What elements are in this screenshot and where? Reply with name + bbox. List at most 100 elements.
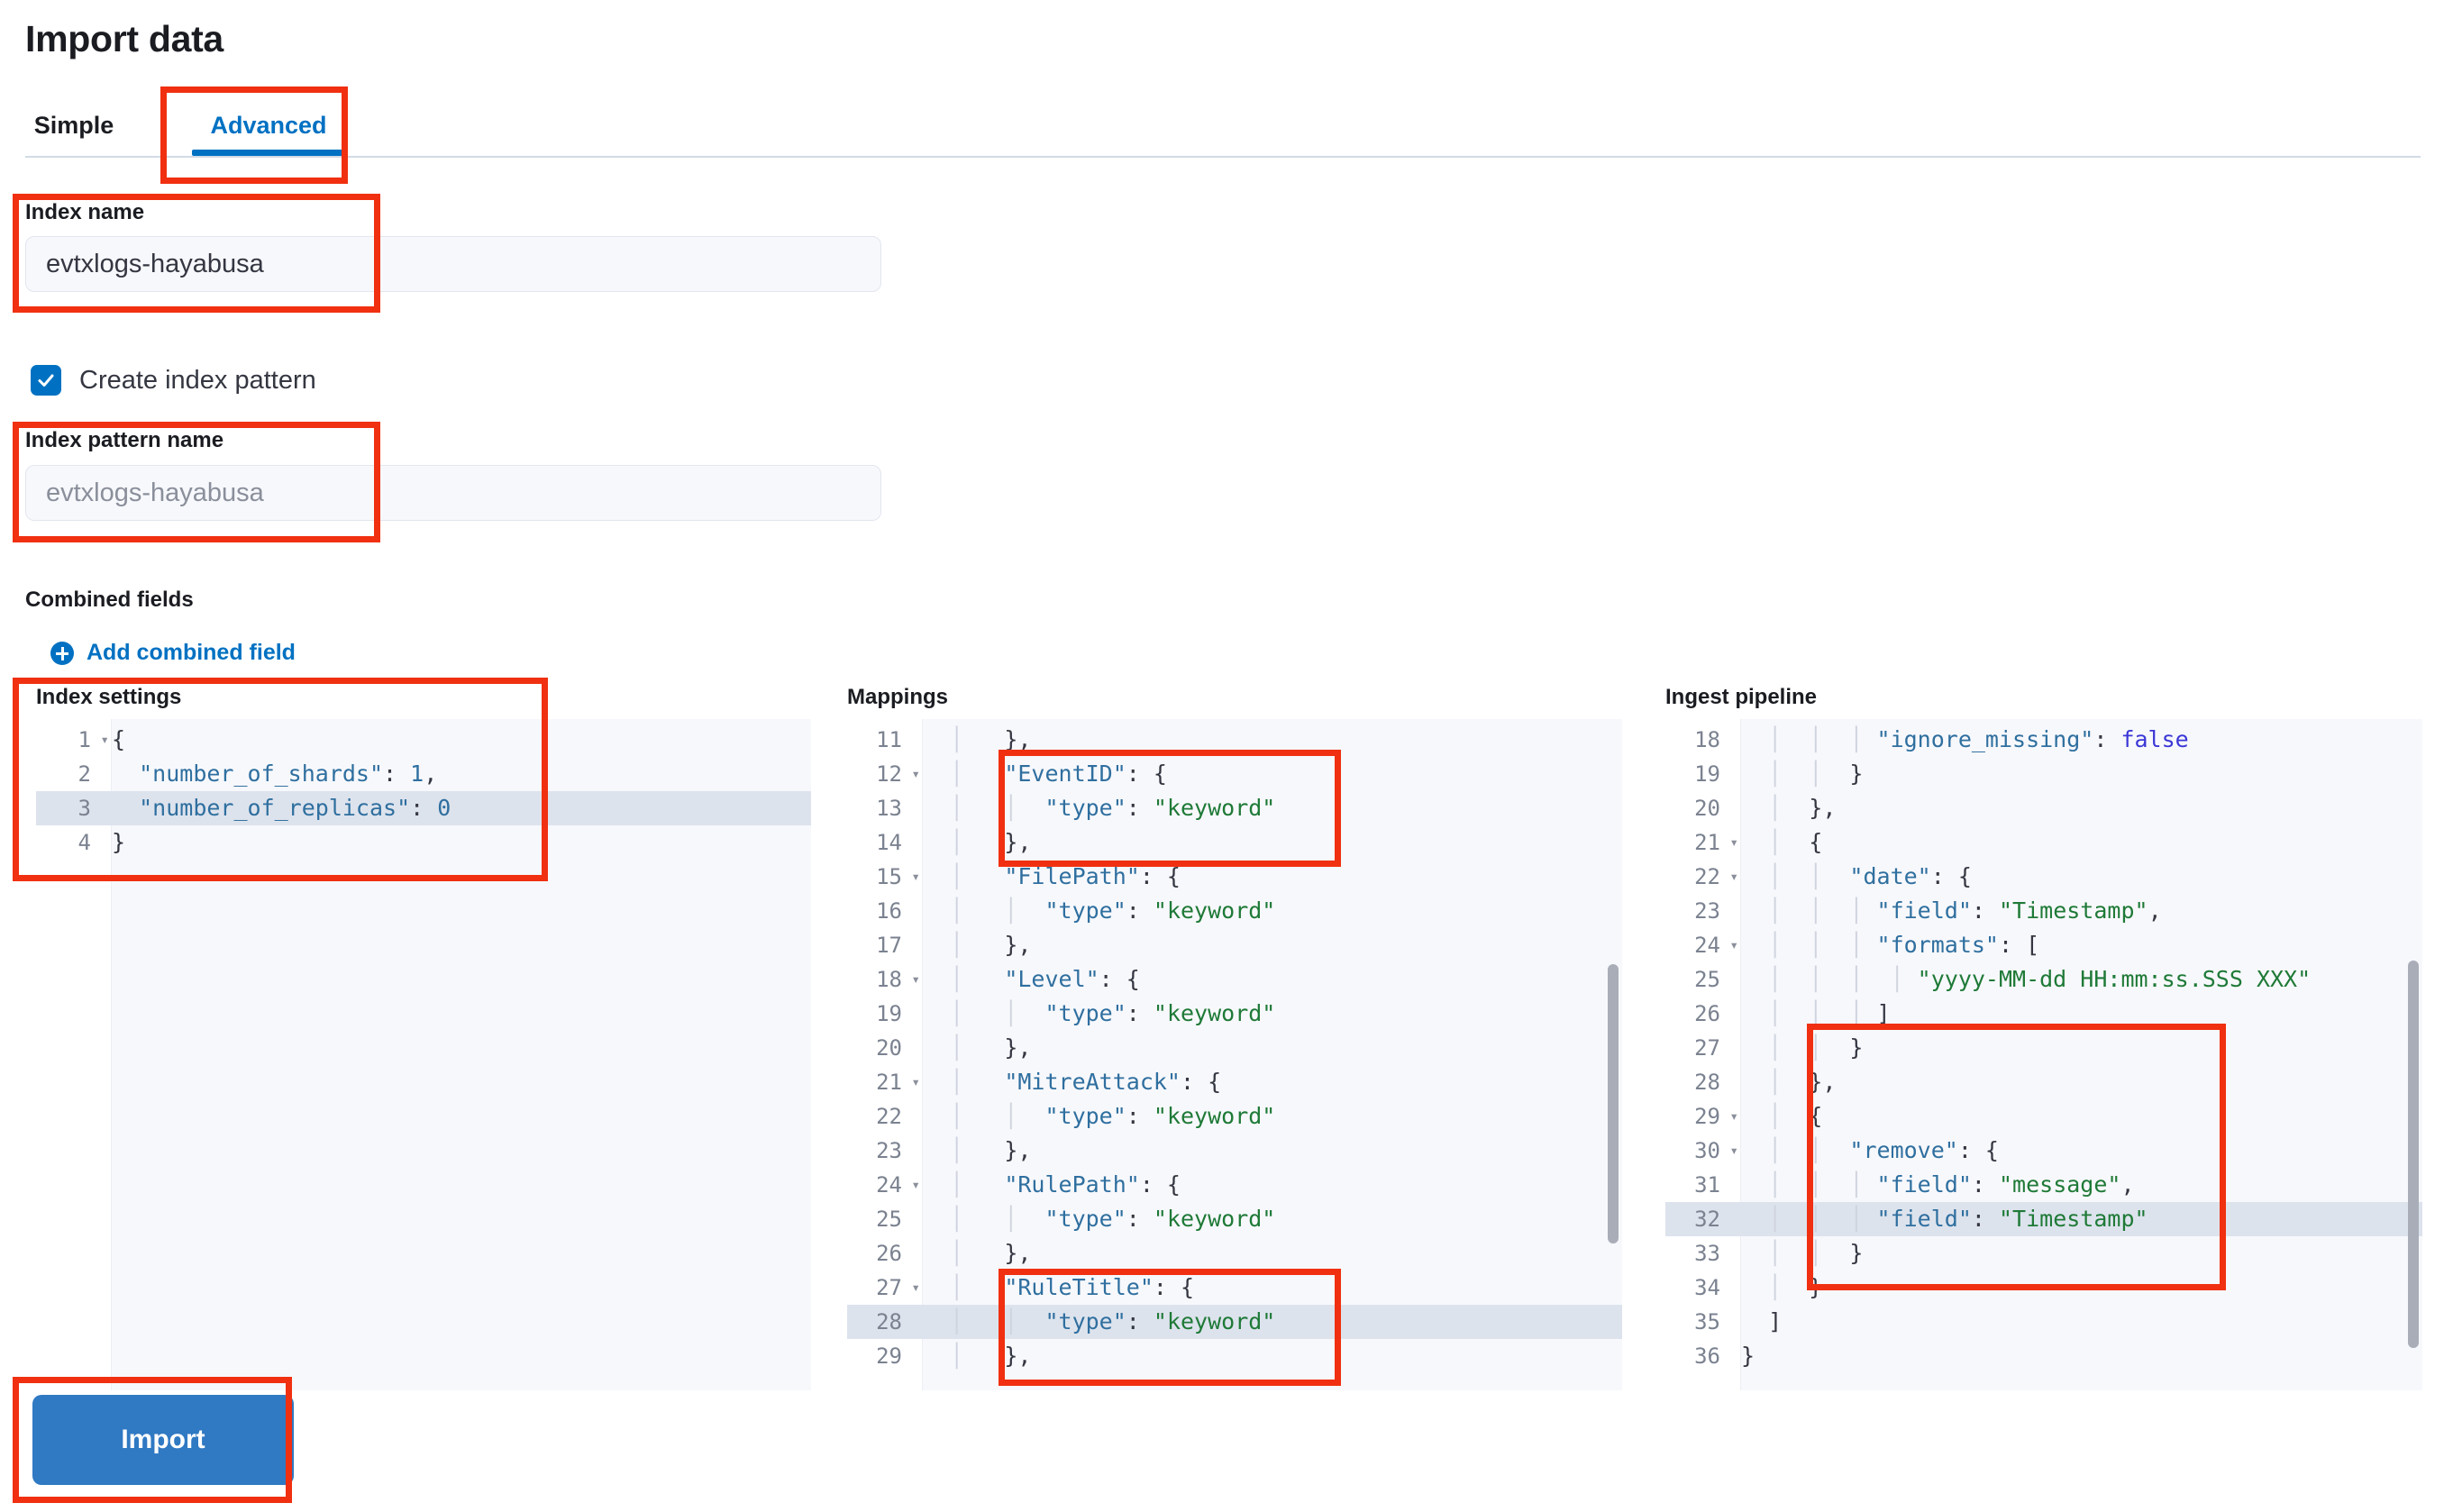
fold-arrow-icon[interactable]: ▾ xyxy=(911,765,920,782)
fold-arrow-icon[interactable]: ▾ xyxy=(1729,1142,1738,1159)
fold-arrow-icon[interactable]: ▾ xyxy=(911,1073,920,1090)
editor-highlighted-gutter xyxy=(1665,1202,1741,1236)
editor-line-number: 11 xyxy=(876,727,902,752)
fold-arrow-icon[interactable]: ▾ xyxy=(100,731,109,748)
mappings-code[interactable]: │ }, │ "EventID": { │ │ "type": "keyword… xyxy=(923,719,1622,1390)
editor-highlighted-line xyxy=(847,1305,1622,1339)
fold-arrow-icon[interactable]: ▾ xyxy=(911,1279,920,1296)
tab-advanced[interactable]: Advanced xyxy=(183,95,354,156)
editor-line-number: 29 xyxy=(1694,1104,1720,1129)
tab-bar: Simple Advanced xyxy=(25,95,2421,158)
tab-active-underline xyxy=(192,150,345,156)
editor-code-line: │ "MitreAttack": { xyxy=(923,1069,1222,1095)
mappings-scrollbar[interactable] xyxy=(1608,964,1619,1243)
editor-code-line: │ │ "type": "keyword" xyxy=(923,1206,1276,1232)
editor-line-number: 31 xyxy=(1694,1172,1720,1198)
editor-line-number: 25 xyxy=(876,1207,902,1232)
editor-code-line: │ }, xyxy=(923,726,1032,752)
editor-line-number: 27 xyxy=(1694,1035,1720,1061)
editor-line-number: 2 xyxy=(78,761,91,787)
editor-code-line: │ { xyxy=(1741,1103,1823,1129)
editor-code-line: │ │ │ "formats": [ xyxy=(1741,932,2040,958)
editor-code-line: │ }, xyxy=(923,932,1032,958)
editor-line-number: 17 xyxy=(876,933,902,958)
editor-line-number: 34 xyxy=(1694,1275,1720,1300)
create-index-pattern-row[interactable]: Create index pattern xyxy=(31,365,316,396)
fold-arrow-icon[interactable]: ▾ xyxy=(1729,936,1738,953)
ingest-pipeline-code[interactable]: │ │ │ "ignore_missing": false │ │ } │ },… xyxy=(1741,719,2422,1390)
fold-arrow-icon[interactable]: ▾ xyxy=(911,970,920,988)
editor-line-number: 12 xyxy=(876,761,902,787)
editor-code-line: │ "RuleTitle": { xyxy=(923,1274,1195,1300)
editor-code-line: │ │ } xyxy=(1741,1034,1864,1061)
editor-line-number: 33 xyxy=(1694,1241,1720,1266)
editor-code-line: │ │ "date": { xyxy=(1741,863,1972,889)
index-settings-code[interactable]: { "number_of_shards": 1, "number_of_repl… xyxy=(112,719,811,1390)
editor-code-line: │ }, xyxy=(923,1034,1032,1061)
editor-line-number: 27 xyxy=(876,1275,902,1300)
editor-code-line: │ │ "type": "keyword" xyxy=(923,1000,1276,1026)
index-settings-title: Index settings xyxy=(36,685,182,709)
editor-line-number: 21 xyxy=(876,1070,902,1095)
create-index-pattern-label: Create index pattern xyxy=(79,365,316,395)
fold-arrow-icon[interactable]: ▾ xyxy=(1729,868,1738,885)
fold-arrow-icon[interactable]: ▾ xyxy=(1729,833,1738,851)
editor-code-line: │ │ } xyxy=(1741,1240,1864,1266)
import-button[interactable]: Import xyxy=(32,1395,294,1485)
editor-line-number: 15 xyxy=(876,864,902,889)
editor-code-line: │ { xyxy=(1741,829,1823,855)
index-name-input[interactable]: evtxlogs-hayabusa xyxy=(25,236,881,292)
editor-code-line: │ }, xyxy=(923,829,1032,855)
add-combined-field-link[interactable]: Add combined field xyxy=(87,640,296,665)
editor-highlighted-line xyxy=(1665,1202,2422,1236)
editor-line-number: 3 xyxy=(78,796,91,821)
editor-code-line: │ }, xyxy=(923,1240,1032,1266)
index-pattern-name-label: Index pattern name xyxy=(25,428,224,452)
editor-code-line: │ │ │ │ "yyyy-MM-dd HH:mm:ss.SSS XXX" xyxy=(1741,966,2312,992)
index-pattern-name-input[interactable]: evtxlogs-hayabusa xyxy=(25,465,881,521)
editor-highlighted-gutter xyxy=(847,1305,923,1339)
editor-code-line: │ }, xyxy=(1741,795,1837,821)
editor-line-number: 18 xyxy=(1694,727,1720,752)
tab-bar-divider xyxy=(25,156,2421,158)
editor-code-line: │ }, xyxy=(923,1137,1032,1163)
fold-arrow-icon[interactable]: ▾ xyxy=(1729,1107,1738,1125)
editor-line-number: 13 xyxy=(876,796,902,821)
editor-line-number: 35 xyxy=(1694,1309,1720,1334)
tab-simple[interactable]: Simple xyxy=(33,111,114,139)
editor-line-number: 26 xyxy=(1694,1001,1720,1026)
fold-arrow-icon[interactable]: ▾ xyxy=(911,1176,920,1193)
editor-line-number: 25 xyxy=(1694,967,1720,992)
editor-code-line: │ }, xyxy=(1741,1069,1837,1095)
editor-line-number: 1 xyxy=(78,727,91,752)
editor-line-number: 23 xyxy=(1694,898,1720,924)
editor-line-number: 32 xyxy=(1694,1207,1720,1232)
editor-code-line: ] xyxy=(1768,1308,1783,1334)
editor-code-line: │ "Level": { xyxy=(923,966,1140,992)
editor-code-line: │ │ "type": "keyword" xyxy=(923,1308,1276,1334)
editor-line-number: 20 xyxy=(1694,796,1720,821)
editor-highlighted-gutter xyxy=(36,791,112,825)
editor-line-number: 24 xyxy=(876,1172,902,1198)
fold-arrow-icon[interactable]: ▾ xyxy=(911,868,920,885)
editor-code-line: │ │ "type": "keyword" xyxy=(923,897,1276,924)
editor-highlighted-line xyxy=(36,791,811,825)
editor-code-line: │ "EventID": { xyxy=(923,761,1167,787)
add-combined-field-row[interactable]: Add combined field xyxy=(50,640,296,666)
editor-line-number: 28 xyxy=(1694,1070,1720,1095)
editor-line-number: 14 xyxy=(876,830,902,855)
create-index-pattern-checkbox[interactable] xyxy=(31,365,61,396)
editor-code-line: } xyxy=(112,829,126,855)
editor-line-number: 36 xyxy=(1694,1343,1720,1369)
ingest-pipeline-scrollbar[interactable] xyxy=(2408,961,2419,1348)
editor-line-number: 18 xyxy=(876,967,902,992)
